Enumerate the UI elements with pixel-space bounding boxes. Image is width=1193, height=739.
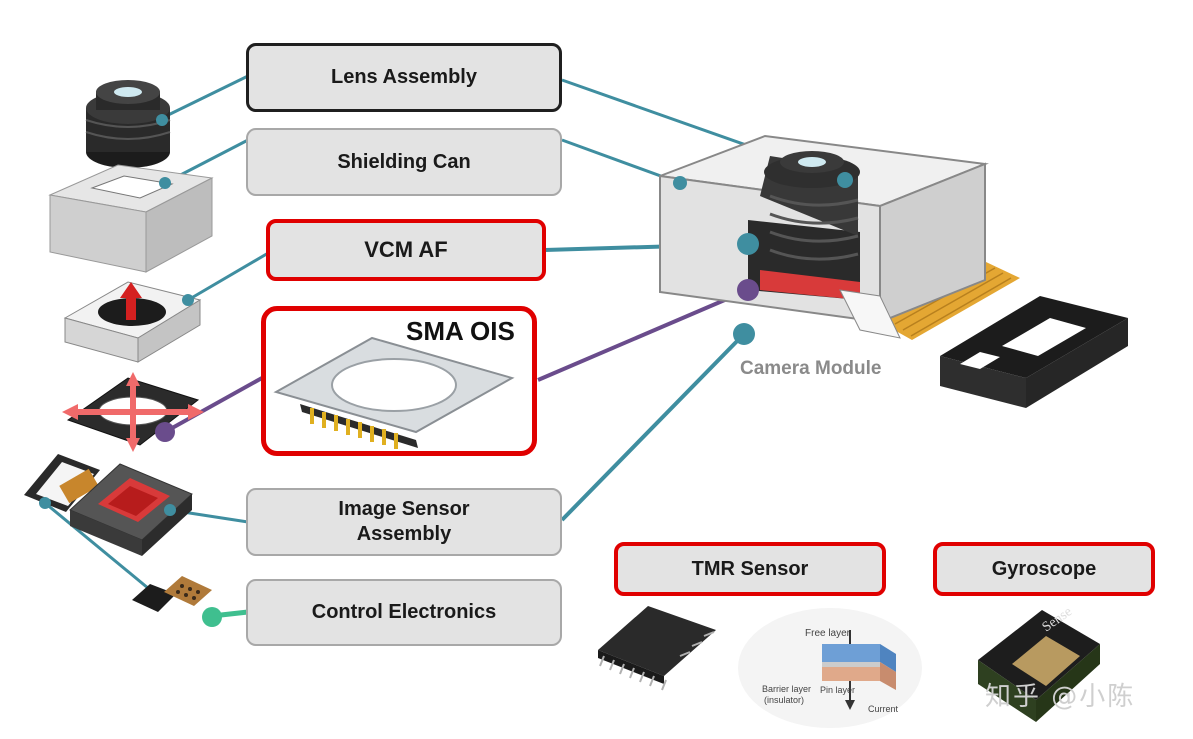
connector-dots — [39, 114, 853, 627]
image-sensor-label-box: Image Sensor Assembly — [246, 488, 562, 556]
camera-module-illustration — [659, 134, 1128, 408]
lens-assembly-illustration — [85, 80, 171, 168]
vcm-af-label: VCM AF — [364, 237, 448, 263]
gyroscope-chip-illustration: Sense — [978, 604, 1100, 722]
tmr-sensor-label: TMR Sensor — [691, 557, 809, 580]
lens-assembly-label-box: Lens Assembly — [246, 43, 562, 112]
tmr-barrier-layer-label: Barrier layer — [762, 684, 812, 694]
connector-control-1 — [44, 501, 161, 600]
connector-sensor-camera — [560, 332, 746, 522]
sma-ois-box — [261, 306, 537, 456]
tmr-chip-illustration — [598, 606, 716, 691]
control-electronics-label-box: Control Electronics — [246, 579, 562, 646]
ois-plate-illustration — [62, 372, 204, 452]
shielding-can-label-box: Shielding Can — [246, 128, 562, 196]
tmr-pin-layer-label: Pin layer — [820, 685, 856, 695]
gyroscope-label: Gyroscope — [991, 557, 1097, 580]
tmr-free-layer-label: Free layer — [805, 628, 851, 639]
shielding-can-label: Shielding Can — [337, 150, 471, 173]
vcm-af-label-box: VCM AF — [266, 219, 546, 281]
image-sensor-label: Image Sensor Assembly — [338, 498, 470, 545]
connector-lens — [161, 74, 249, 120]
tmr-sensor-label-box: TMR Sensor — [614, 542, 886, 596]
watermark: 知乎 @小陈 — [985, 682, 1136, 712]
control-electronics-illustration — [132, 576, 212, 612]
sma-ois-label: SMA OIS — [406, 316, 515, 346]
camera-module-label: Camera Module — [740, 358, 882, 379]
tmr-current-label: Current — [868, 704, 899, 714]
tmr-layer-diagram — [738, 608, 922, 728]
connector-ois — [164, 376, 263, 434]
control-electronics-label: Control Electronics — [311, 601, 497, 623]
tmr-barrier-sub-label: (insulator) — [764, 695, 805, 705]
sma-ois-illustration — [273, 336, 515, 449]
gyroscope-label-box: Gyroscope — [933, 542, 1155, 596]
shielding-can-illustration — [48, 164, 214, 273]
vcm-illustration — [63, 281, 202, 363]
lens-assembly-label: Lens Assembly — [331, 66, 477, 88]
connector-ois-camera — [537, 288, 749, 382]
connector-vcm — [187, 250, 271, 302]
